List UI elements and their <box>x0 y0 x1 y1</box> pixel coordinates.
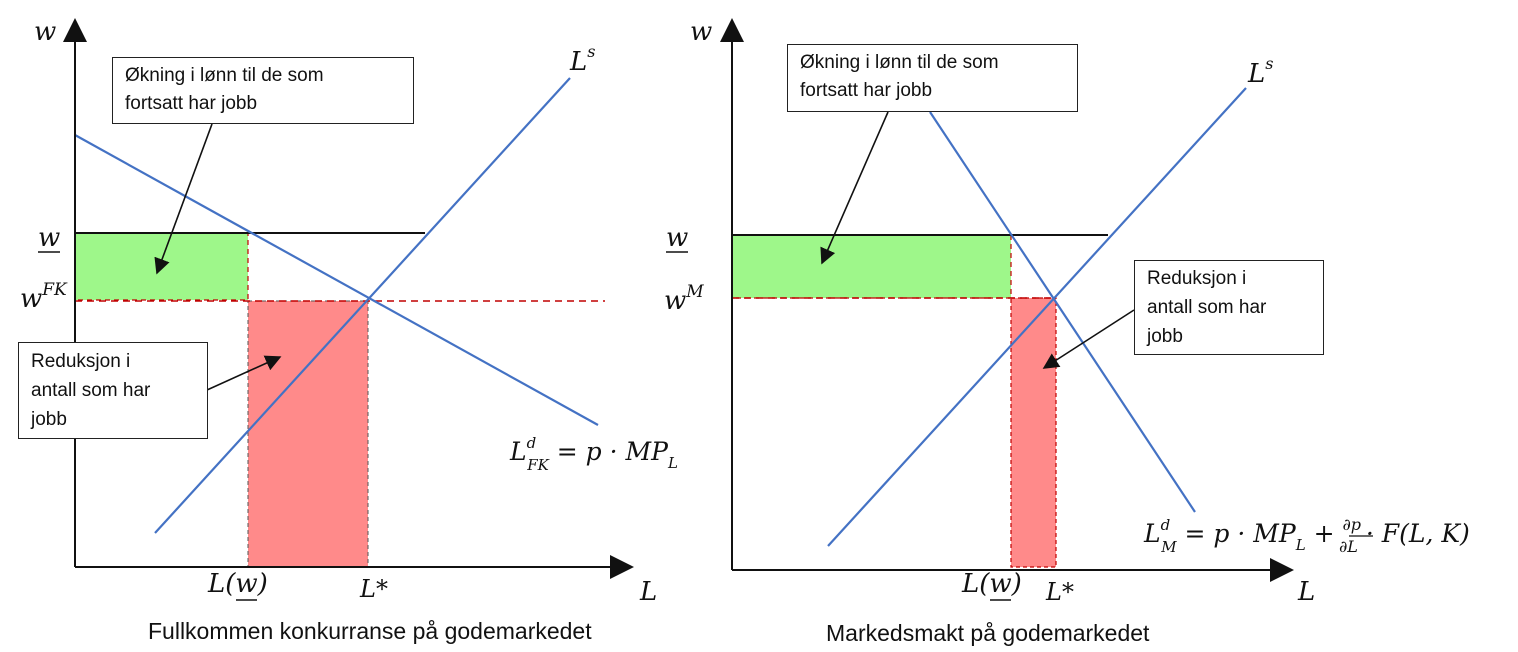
right-increase-line-1: Økning i lønn til de som <box>800 52 999 73</box>
right-increase-line-2: fortsatt har jobb <box>800 80 933 101</box>
right-reduction-arrow <box>1042 309 1135 369</box>
left-equilibrium-wage-label: wFK <box>20 280 68 314</box>
right-reduction-line-2: antall som har <box>1147 297 1267 318</box>
right-caption: Markedsmakt på godemarkedet <box>826 620 1150 646</box>
right-supply-curve <box>827 87 1247 547</box>
left-supply-label: Ls <box>569 42 595 77</box>
left-wage-increase-area <box>74 232 249 301</box>
left-caption: Fullkommen konkurranse på godemarkedet <box>148 618 592 644</box>
right-lstar-label: L* <box>1045 578 1074 606</box>
right-reduction-line-1: Reduksjon i <box>1147 268 1247 289</box>
right-y-axis-label: w <box>690 17 712 47</box>
left-reduction-arrow <box>206 355 282 391</box>
left-reduction-line-2: antall som har <box>31 380 151 401</box>
left-reduction-line-1: Reduksjon i <box>31 351 131 372</box>
right-increase-arrow <box>820 111 889 265</box>
left-lstar-label: L* <box>359 575 388 603</box>
right-wage-increase-area <box>731 234 1012 299</box>
right-equilibrium-wage-label: wM <box>664 282 704 316</box>
right-lw-label: L(w) <box>961 569 1022 599</box>
left-increase-line-2: fortsatt har jobb <box>125 93 258 114</box>
right-x-axis-label: L <box>1297 577 1315 607</box>
left-increase-line-1: Økning i lønn til de som <box>125 65 324 86</box>
left-reduction-box: Reduksjon i antall som har jobb <box>18 342 208 439</box>
left-demand-curve <box>74 134 599 426</box>
left-increase-box: Økning i lønn til de som fortsatt har jo… <box>112 57 414 124</box>
left-supply-curve <box>154 77 571 534</box>
right-supply-label: Ls <box>1247 54 1273 89</box>
right-increase-box: Økning i lønn til de som fortsatt har jo… <box>787 44 1078 112</box>
left-reduction-line-3: jobb <box>31 409 67 430</box>
left-y-axis-label: w <box>34 17 56 47</box>
left-increase-arrow <box>154 123 213 275</box>
right-reduction-box: Reduksjon i antall som har jobb <box>1134 260 1324 355</box>
left-x-axis-label: L <box>639 577 657 607</box>
left-job-reduction-area <box>247 300 369 568</box>
right-reduction-line-3: jobb <box>1147 326 1183 347</box>
left-wage-floor-label: w <box>38 223 60 253</box>
left-lw-label: L(w) <box>207 569 268 599</box>
right-wage-floor-label: w <box>666 223 688 253</box>
right-demand-curve <box>929 111 1196 513</box>
